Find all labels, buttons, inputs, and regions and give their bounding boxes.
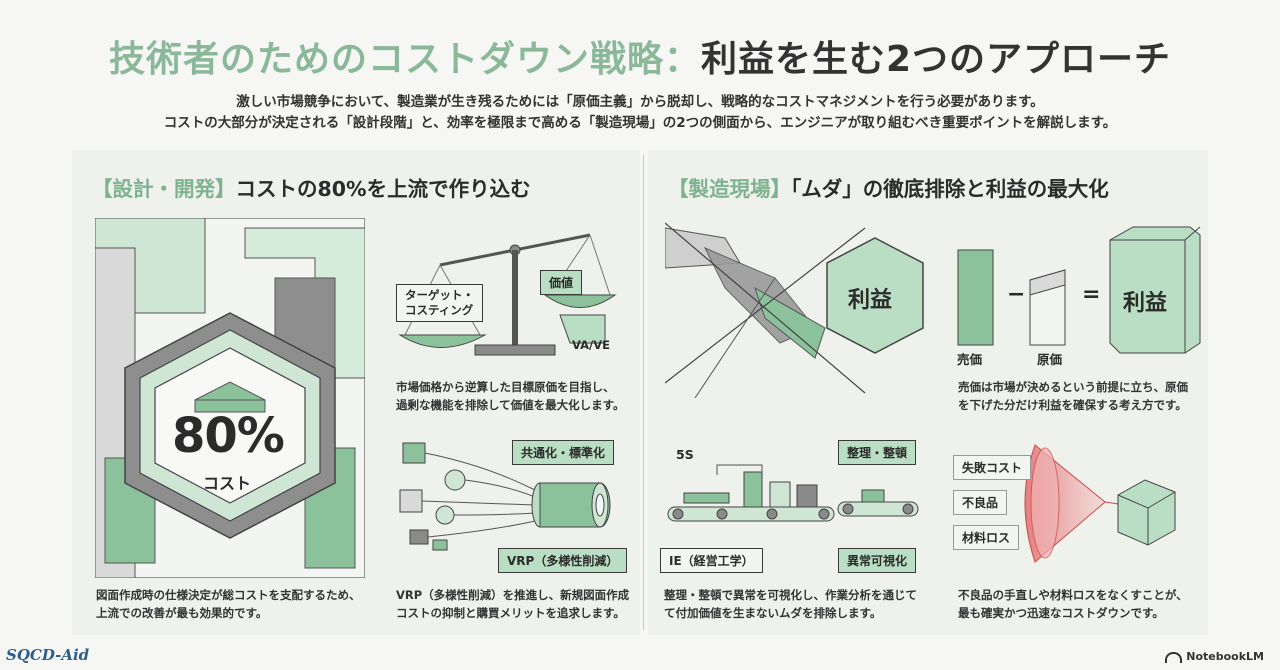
label-5s: 5S xyxy=(676,447,694,462)
notebooklm-text: NotebookLM xyxy=(1186,650,1264,663)
manufacturing-tag: 【製造現場】 xyxy=(668,177,791,201)
notebooklm-credit: NotebookLM xyxy=(1165,650,1264,663)
conveyor-caption: 整理・整頓で異常を可視化し、作業分析を通じて て付加価値を生まないムダを排除しま… xyxy=(664,586,917,622)
balance-scale-illustration xyxy=(398,233,617,356)
vrp-funnel-illustration xyxy=(399,442,611,551)
loss-item-failure: 失敗コスト xyxy=(953,455,1032,480)
target-costing-label: ターゲット・ コスティング xyxy=(396,284,483,322)
design-tag: 【設計・開発】 xyxy=(92,177,236,201)
loss-caption: 不良品の手直しや材料ロスをなくすことが、 最も確実かつ迅速なコストダウンです。 xyxy=(958,586,1188,622)
conveyor-5s-illustration xyxy=(667,464,919,522)
price-label: 売価 xyxy=(957,352,983,367)
loss-item-material: 材料ロス xyxy=(953,525,1020,550)
equation-profit-label: 利益 xyxy=(1123,291,1168,316)
profit-equation-illustration xyxy=(957,226,1201,354)
panel-divider xyxy=(643,155,644,630)
sqcd-aid-logo: SQCD-Aid xyxy=(6,646,90,664)
seiri-label: 整理・整頓 xyxy=(838,440,917,465)
visualization-label: 異常可視化 xyxy=(838,548,917,573)
loss-item-defect: 不良品 xyxy=(953,490,1008,515)
equation-caption-line1: 売価は市場が決めるという前提に立ち、原価 xyxy=(958,380,1188,394)
intro-text: 激しい市場競争において、製造業が生き残るためには「原価主義」から脱却し、戦略的な… xyxy=(60,92,1220,134)
hex-caption-line2: 上流での改善が最も効果的です。 xyxy=(96,606,268,620)
cost-label: 原価 xyxy=(1037,352,1063,367)
hex-caption-line1: 図面作成時の仕様決定が総コストを支配するため、 xyxy=(96,588,361,602)
loss-caption-line1: 不良品の手直しや材料ロスをなくすことが、 xyxy=(958,588,1188,602)
target-costing-line1: ターゲット・ xyxy=(405,288,474,302)
standardization-label: 共通化・標準化 xyxy=(512,440,615,465)
vrp-caption-line2: コストの抑制と購買メリットを追求します。 xyxy=(396,606,625,620)
design-heading-text: コストの80%を上流で作り込む xyxy=(235,177,531,201)
scale-caption-line1: 市場価格から逆算した目標原価を目指し、 xyxy=(396,380,615,394)
vrp-caption: VRP（多様性削減）を推進し、新規図面作成 コストの抑制と購買メリットを追求しま… xyxy=(396,586,629,622)
equation-caption: 売価は市場が決めるという前提に立ち、原価 を下げた分だけ利益を確保する考え方です… xyxy=(958,378,1188,414)
page-title: 技術者のためのコストダウン戦略：利益を生む2つのアプローチ xyxy=(0,30,1280,82)
value-label: 価値 xyxy=(540,270,583,295)
equation-caption-line2: を下げた分だけ利益を確保する考え方です。 xyxy=(958,398,1187,412)
design-heading: 【設計・開発】コストの80%を上流で作り込む xyxy=(92,172,531,202)
scale-caption-line2: 過剰な機能を排除して価値を最大化します。 xyxy=(396,398,625,412)
loss-caption-line2: 最も確実かつ迅速なコストダウンです。 xyxy=(958,606,1164,620)
manufacturing-heading-text: 「ムダ」の徹底排除と利益の最大化 xyxy=(791,177,1109,201)
loss-elimination-illustration xyxy=(1024,444,1176,563)
conveyor-caption-line2: て付加価値を生まないムダを排除します。 xyxy=(664,606,882,620)
scale-caption: 市場価格から逆算した目標原価を目指し、 過剰な機能を排除して価値を最大化します。 xyxy=(396,378,625,414)
intro-line2: コストの大部分が決定される「設計段階」と、効率を極限まで高める「製造現場」の2つ… xyxy=(163,115,1117,131)
equals-sign: = xyxy=(1082,282,1101,307)
target-costing-line2: コスティング xyxy=(405,303,474,317)
manufacturing-heading: 【製造現場】「ムダ」の徹底排除と利益の最大化 xyxy=(668,172,1109,202)
cost-price-cross-illustration xyxy=(665,222,924,398)
vave-label: VA/VE xyxy=(572,338,610,352)
minus-sign: − xyxy=(1007,282,1026,307)
title-part1: 技術者のためのコストダウン戦略： xyxy=(108,39,701,80)
title-part2: 利益を生む2つのアプローチ xyxy=(700,39,1172,80)
vrp-label: VRP（多様性削減） xyxy=(498,548,628,573)
conveyor-caption-line1: 整理・整頓で異常を可視化し、作業分析を通じて xyxy=(664,588,917,602)
hex-caption: 図面作成時の仕様決定が総コストを支配するため、 上流での改善が最も効果的です。 xyxy=(96,586,361,622)
hex-label: コスト xyxy=(203,474,252,493)
notebooklm-icon xyxy=(1165,651,1183,663)
ie-label: IE（経営工学） xyxy=(660,548,763,573)
intro-line1: 激しい市場競争において、製造業が生き残るためには「原価主義」から脱却し、戦略的な… xyxy=(236,94,1044,110)
hexagon-maze-illustration xyxy=(95,218,365,578)
vrp-caption-line1: VRP（多様性削減）を推進し、新規図面作成 xyxy=(396,588,630,602)
cross-profit-label: 利益 xyxy=(848,288,893,313)
hex-value: 80% xyxy=(172,408,285,464)
